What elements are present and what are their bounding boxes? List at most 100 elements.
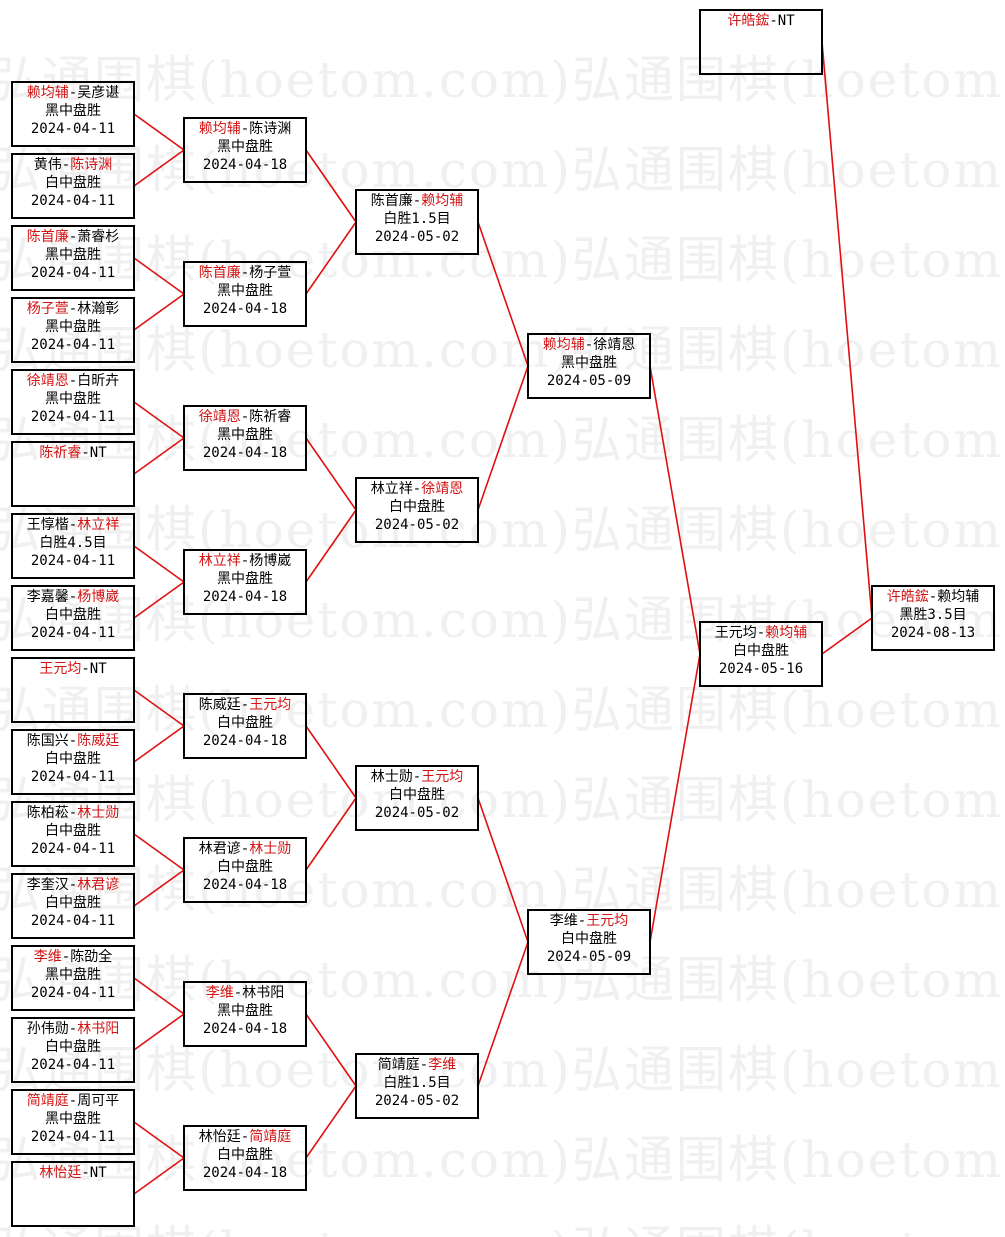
match-players: 李维-林书阳 — [185, 984, 305, 1002]
player-separator: - — [68, 1021, 78, 1037]
player-one: 李维 — [33, 949, 62, 965]
connector-line — [133, 725, 185, 763]
match-date: 2024-04-11 — [30, 409, 116, 425]
player-separator: - — [769, 13, 778, 29]
player-separator: - — [584, 337, 594, 353]
match-date: 2024-04-11 — [30, 985, 116, 1001]
player-separator: - — [61, 157, 71, 173]
match-date: 2024-05-09 — [546, 373, 632, 389]
connector-line — [305, 149, 357, 223]
player-one: 简靖庭 — [26, 1093, 69, 1109]
player-separator: - — [68, 85, 78, 101]
connector-line — [133, 149, 185, 187]
player-two: 萧睿杉 — [77, 229, 120, 245]
match-date: 2024-04-18 — [202, 301, 288, 317]
player-two: 白昕卉 — [77, 373, 120, 389]
player-two: 吴彦谌 — [77, 85, 120, 101]
player-two: 徐靖恩 — [593, 337, 636, 353]
match-date: 2024-04-18 — [202, 733, 288, 749]
player-separator: - — [68, 589, 78, 605]
player-one: 孙伟勋 — [26, 1021, 69, 1037]
match-players: 赖均辅-徐靖恩 — [529, 336, 649, 354]
match-players: 林君谚-林士勋 — [185, 840, 305, 858]
player-one: 王元均 — [714, 625, 757, 641]
player-separator: - — [240, 409, 250, 425]
player-one: 林怡廷 — [198, 1129, 241, 1145]
player-one: 徐靖恩 — [198, 409, 241, 425]
match-result: 白中盘胜 — [45, 751, 101, 767]
player-separator: - — [412, 481, 422, 497]
connector-line — [133, 977, 185, 1015]
player-two: NT — [89, 661, 107, 677]
player-two: 周可平 — [77, 1093, 120, 1109]
match-players: 简靖庭-李维 — [357, 1056, 477, 1074]
connector-line — [305, 509, 357, 583]
player-separator: - — [240, 1129, 250, 1145]
match-players: 陈柏菘-林士勋 — [13, 804, 133, 822]
match-date: 2024-04-11 — [30, 121, 116, 137]
match-box: 王元均-NT — [11, 657, 135, 723]
match-date: 2024-04-18 — [202, 1165, 288, 1181]
player-one: 陈首廉 — [26, 229, 69, 245]
match-result: 黑中盘胜 — [45, 247, 101, 263]
player-two: 林瀚彰 — [77, 301, 120, 317]
player-one: 林士勋 — [370, 769, 413, 785]
connector-line — [477, 941, 529, 1087]
player-one: 王惇楷 — [26, 517, 69, 533]
connector-line — [477, 797, 529, 943]
match-result: 白中盘胜 — [389, 787, 445, 803]
player-one: 李嘉馨 — [26, 589, 69, 605]
player-one: 简靖庭 — [377, 1057, 420, 1073]
connector-line — [305, 1013, 357, 1087]
player-two: NT — [89, 445, 107, 461]
player-one: 林君谚 — [198, 841, 241, 857]
match-players: 赖均辅-陈诗渊 — [185, 120, 305, 138]
player-separator: - — [81, 445, 90, 461]
match-result: 白中盘胜 — [561, 931, 617, 947]
player-one: 许皓鋐 — [886, 589, 929, 605]
player-two: 林士勋 — [249, 841, 292, 857]
player-one: 赖均辅 — [198, 121, 241, 137]
connector-line — [133, 1013, 185, 1051]
match-date: 2024-04-11 — [30, 337, 116, 353]
player-one: 林怡廷 — [39, 1165, 82, 1181]
player-two: NT — [89, 1165, 107, 1181]
connector-line — [305, 437, 357, 511]
match-players: 许皓鋐-赖均辅 — [873, 588, 993, 606]
player-one: 杨子萱 — [26, 301, 69, 317]
player-separator: - — [233, 985, 243, 1001]
player-separator: - — [240, 121, 250, 137]
match-result — [13, 1182, 133, 1200]
player-separator: - — [240, 697, 250, 713]
match-players: 林怡廷-NT — [13, 1164, 133, 1182]
match-date: 2024-04-11 — [30, 553, 116, 569]
player-two: 简靖庭 — [249, 1129, 292, 1145]
connector-line — [477, 365, 529, 511]
player-two: 赖均辅 — [765, 625, 808, 641]
match-result: 白胜4.5目 — [39, 535, 107, 551]
player-two: 林书阳 — [242, 985, 285, 1001]
player-two: 林士勋 — [77, 805, 120, 821]
player-one: 林立祥 — [370, 481, 413, 497]
player-one: 赖均辅 — [26, 85, 69, 101]
connector-line — [133, 833, 185, 871]
match-players: 王元均-NT — [13, 660, 133, 678]
player-separator: - — [68, 877, 78, 893]
player-separator: - — [577, 913, 587, 929]
connector-line — [649, 365, 701, 655]
connector-line — [821, 41, 873, 619]
player-one: 许皓鋐 — [727, 13, 770, 29]
